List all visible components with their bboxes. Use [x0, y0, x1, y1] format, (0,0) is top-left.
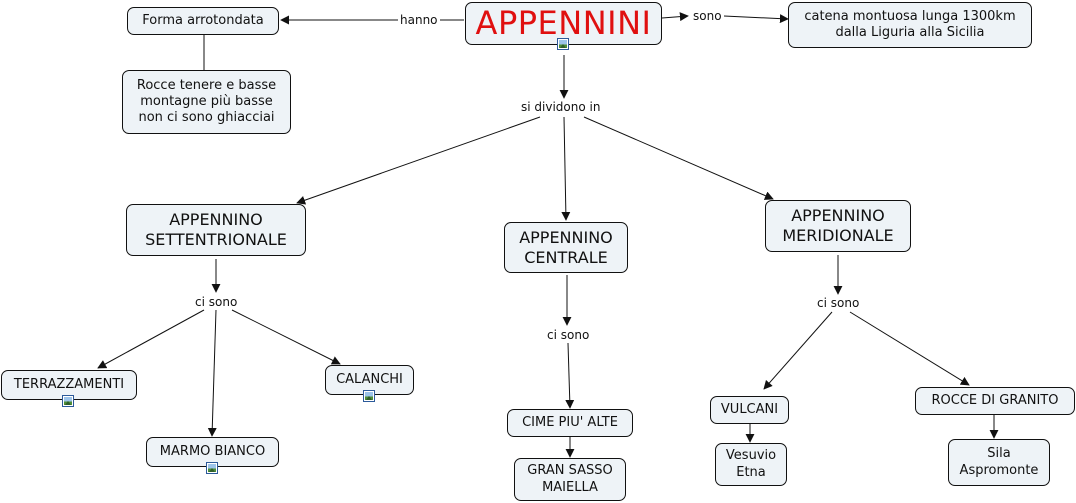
- concept-vulcani-label: VULCANI: [720, 401, 779, 417]
- link-label-ci-sono-sud: ci sono: [815, 296, 862, 310]
- concept-terrazzamenti-label: TERRAZZAMENTI: [13, 376, 125, 392]
- concept-marmo-bianco-label: MARMO BIANCO: [159, 443, 266, 459]
- concept-rocce-di-granito[interactable]: ROCCE DI GRANITO: [915, 387, 1075, 415]
- link-label-hanno: hanno: [398, 13, 440, 27]
- concept-vesuvio-etna-label: Vesuvio Etna: [725, 448, 777, 480]
- concept-appennino-meridionale-label: APPENNINO MERIDIONALE: [782, 206, 894, 245]
- concept-appennino-centrale[interactable]: APPENNINO CENTRALE: [504, 222, 628, 273]
- concept-forma-arrotondata-label: Forma arrotondata: [142, 12, 264, 28]
- concept-gran-sasso-maiella[interactable]: GRAN SASSO MAIELLA: [514, 458, 626, 501]
- concept-appennino-settentrionale[interactable]: APPENNINO SETTENTRIONALE: [126, 204, 306, 256]
- concept-rocce-tenere[interactable]: Rocce tenere e basse montagne più basse …: [122, 70, 291, 134]
- image-icon[interactable]: [62, 395, 74, 407]
- concept-appennino-settentrionale-label: APPENNINO SETTENTRIONALE: [145, 210, 287, 249]
- concept-sila-aspromonte[interactable]: Sila Aspromonte: [948, 439, 1050, 486]
- concept-cime-piu-alte-label: CIME PIU' ALTE: [522, 414, 618, 430]
- concept-appennino-centrale-label: APPENNINO CENTRALE: [519, 227, 613, 267]
- link-label-ci-sono-centro: ci sono: [545, 328, 592, 342]
- concept-cime-piu-alte[interactable]: CIME PIU' ALTE: [507, 409, 633, 437]
- concept-appennini-label: APPENNINI: [475, 3, 652, 42]
- concept-appennino-meridionale[interactable]: APPENNINO MERIDIONALE: [765, 200, 911, 252]
- concept-rocce-di-granito-label: ROCCE DI GRANITO: [931, 392, 1059, 408]
- link-label-ci-sono-nord: ci sono: [193, 295, 240, 309]
- link-label-si-dividono-in: si dividono in: [519, 100, 603, 114]
- concept-appennini[interactable]: APPENNINI: [465, 2, 662, 45]
- concept-sila-aspromonte-label: Sila Aspromonte: [959, 446, 1039, 478]
- concept-rocce-tenere-label: Rocce tenere e basse montagne più basse …: [136, 77, 277, 126]
- link-label-sono: sono: [691, 9, 724, 23]
- image-icon[interactable]: [206, 462, 218, 474]
- concept-catena-montuosa-label: catena montuosa lunga 1300km dalla Ligur…: [804, 8, 1016, 40]
- concept-catena-montuosa[interactable]: catena montuosa lunga 1300km dalla Ligur…: [788, 2, 1032, 48]
- concept-vulcani[interactable]: VULCANI: [710, 396, 789, 424]
- concept-vesuvio-etna[interactable]: Vesuvio Etna: [715, 443, 787, 486]
- concept-calanchi[interactable]: CALANCHI: [325, 365, 414, 395]
- concept-forma-arrotondata[interactable]: Forma arrotondata: [127, 7, 279, 35]
- concept-calanchi-label: CALANCHI: [336, 371, 403, 387]
- concept-gran-sasso-maiella-label: GRAN SASSO MAIELLA: [527, 463, 613, 495]
- image-icon[interactable]: [557, 38, 569, 50]
- image-icon[interactable]: [363, 390, 375, 402]
